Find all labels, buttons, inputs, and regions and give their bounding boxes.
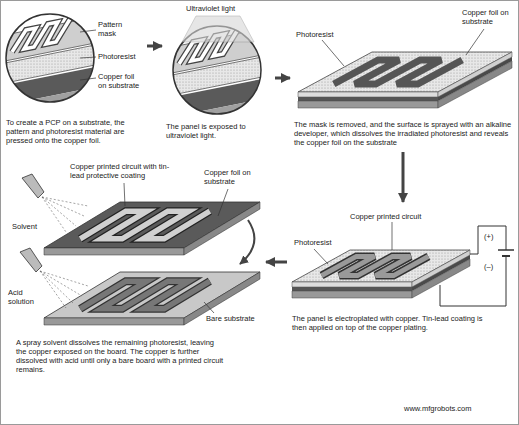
board-step5-solvent (44, 202, 260, 255)
substrate-edge (292, 291, 412, 298)
step-caption: To create a PCP on a substrate, the patt… (6, 118, 144, 145)
printed-circuit (80, 281, 210, 309)
part-label: Photoresist (296, 30, 346, 39)
step-caption: The panel is exposed to ultraviolet ligh… (166, 122, 270, 140)
photoresist-edge (292, 282, 412, 287)
lens-ground (0, 0, 110, 130)
solvent-nozzle (22, 174, 44, 198)
part-label: (–) (484, 262, 502, 271)
substrate-edge (44, 318, 184, 325)
step-arrow (266, 261, 287, 264)
leader-line (218, 189, 228, 216)
watermark: www.mfgrobots.com (404, 404, 514, 413)
part-label: Copper foil on substrate (98, 72, 144, 90)
leader-line (466, 29, 484, 55)
plated-circuit (322, 256, 429, 275)
step-panel: A spray solvent dissolves the remaining … (14, 158, 264, 376)
sequence-arrow (240, 220, 254, 264)
circuit-outline (80, 281, 210, 309)
leader-line (124, 183, 125, 206)
leader-line (314, 249, 328, 264)
caption-block: To create a PCP on a substrate, the patt… (6, 118, 144, 145)
step-caption: The panel is electroplated with copper. … (292, 314, 492, 332)
part-label: Copper foil on substrate (204, 168, 260, 186)
caption-block: The panel is exposed to ultraviolet ligh… (166, 122, 270, 140)
board-step3 (298, 52, 512, 108)
mask-pattern (12, 19, 70, 52)
part-label: Photoresist (294, 238, 342, 247)
leader-line (80, 30, 96, 32)
substrate-edge (298, 101, 438, 108)
caption-block: The panel is electroplated with copper. … (292, 314, 492, 332)
coated-circuit-outline (80, 211, 210, 239)
solvent-spray (42, 197, 88, 232)
copper-edge (298, 97, 438, 101)
substrate-edge (44, 248, 184, 255)
part-label: Solvent (12, 222, 46, 231)
coated-circuit (80, 211, 210, 239)
acid-nozzle (20, 248, 42, 272)
part-label: Bare substrate (206, 314, 262, 323)
leader-line (80, 78, 96, 80)
lens-ground (167, 12, 277, 142)
mask-pattern-outline (12, 19, 70, 52)
part-label: Copper printed circuit (350, 212, 442, 221)
part-label: Acid solution (8, 288, 42, 306)
battery-plate (498, 249, 514, 251)
leader-line (322, 40, 344, 66)
part-label: Pattern mask (98, 20, 142, 38)
negative-wire (440, 256, 506, 306)
part-label: Copper printed circuit with tin-lead pro… (70, 162, 182, 180)
acid-spray (40, 271, 88, 308)
part-label: Photoresist (98, 52, 144, 61)
exposed-copper-pattern (334, 60, 462, 84)
part-label: Copper foil on substrate (462, 8, 512, 26)
part-label: Ultraviolet light (186, 4, 260, 13)
part-label: (+) (484, 232, 502, 241)
step-arrow (402, 152, 405, 202)
step-caption: A spray solvent dissolves the remaining … (16, 338, 226, 374)
magnifier-step2 (167, 12, 277, 152)
plated-circuit-outline (322, 256, 429, 275)
caption-block: A spray solvent dissolves the remaining … (16, 338, 226, 374)
step-panel: The panel is electroplated with copper. … (290, 204, 514, 334)
ultraviolet-beam (182, 16, 254, 42)
board-step4 (292, 226, 514, 306)
connectors (147, 46, 403, 262)
leader-line (80, 57, 96, 58)
caption-block: The mask is removed, and the surface is … (294, 120, 512, 147)
step-caption: The mask is removed, and the surface is … (294, 120, 512, 147)
spray-nozzles (20, 174, 88, 308)
photoresist-side (438, 52, 512, 97)
step-arrow (275, 77, 290, 80)
step-arrow (147, 45, 162, 48)
leader-line (204, 302, 214, 313)
step-panel: The panel is exposed to ultraviolet ligh… (164, 4, 272, 142)
leader-line (392, 222, 393, 250)
photoresist-edge (298, 92, 438, 97)
copper-edge (292, 287, 412, 291)
